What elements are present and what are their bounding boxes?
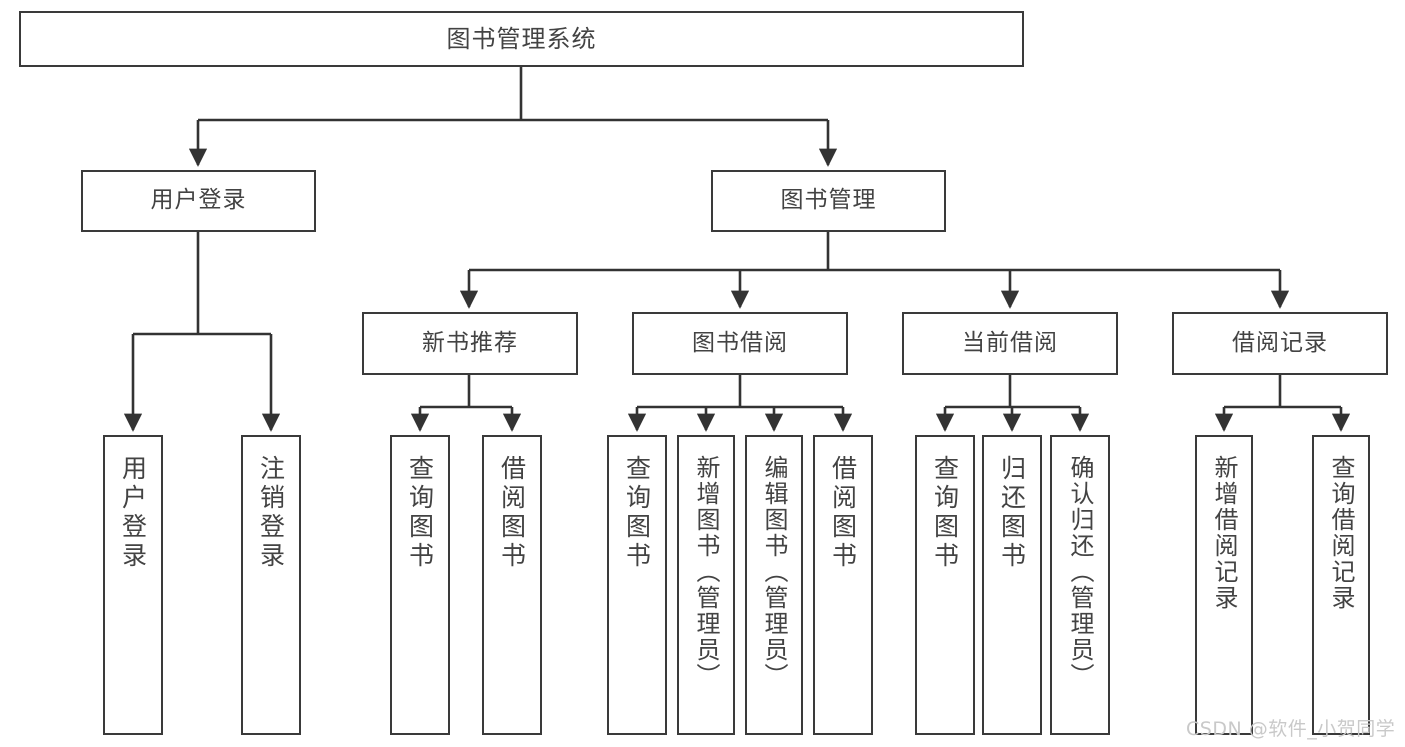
node-borrow-record[interactable]: 借阅记录 xyxy=(1172,312,1388,375)
node-label: 查询图书 xyxy=(405,455,435,571)
node-book-borrow[interactable]: 图书借阅 xyxy=(632,312,848,375)
leaf-current-borrow-query[interactable]: 查询图书 xyxy=(915,435,975,735)
node-label: 借阅图书 xyxy=(828,455,858,571)
leaf-user-login-signin[interactable]: 用户登录 xyxy=(103,435,163,735)
node-label: 确认归还（管理员） xyxy=(1066,455,1094,689)
node-label: 用户登录 xyxy=(118,455,148,571)
node-label: 查询借阅记录 xyxy=(1327,455,1355,611)
leaf-borrow-record-query[interactable]: 查询借阅记录 xyxy=(1312,435,1370,735)
node-label: 查询图书 xyxy=(930,455,960,571)
leaf-new-book-borrow[interactable]: 借阅图书 xyxy=(482,435,542,735)
node-label: 借阅记录 xyxy=(1232,329,1328,356)
leaf-new-book-query[interactable]: 查询图书 xyxy=(390,435,450,735)
node-current-borrow[interactable]: 当前借阅 xyxy=(902,312,1118,375)
node-label: 用户登录 xyxy=(150,187,247,214)
node-label: 当前借阅 xyxy=(962,329,1058,356)
csdn-watermark: CSDN @软件_小贺同学 xyxy=(1186,718,1396,740)
node-label: 新增借阅记录 xyxy=(1210,455,1238,611)
leaf-book-borrow-add-admin[interactable]: 新增图书（管理员） xyxy=(677,435,735,735)
leaf-book-borrow-borrow[interactable]: 借阅图书 xyxy=(813,435,873,735)
node-label: 注销登录 xyxy=(256,455,286,571)
node-label: 图书管理系统 xyxy=(446,24,597,53)
node-user-login[interactable]: 用户登录 xyxy=(81,170,316,232)
node-label: 新增图书（管理员） xyxy=(692,455,720,689)
leaf-borrow-record-add[interactable]: 新增借阅记录 xyxy=(1195,435,1253,735)
node-label: 归还图书 xyxy=(997,455,1027,571)
node-label: 编辑图书（管理员） xyxy=(760,455,788,689)
leaf-current-borrow-confirm-admin[interactable]: 确认归还（管理员） xyxy=(1050,435,1110,735)
node-label: 借阅图书 xyxy=(497,455,527,571)
leaf-book-borrow-query[interactable]: 查询图书 xyxy=(607,435,667,735)
node-new-book-recommendation[interactable]: 新书推荐 xyxy=(362,312,578,375)
node-label: 新书推荐 xyxy=(422,329,518,356)
node-label: 图书管理 xyxy=(780,187,877,214)
leaf-current-borrow-return[interactable]: 归还图书 xyxy=(982,435,1042,735)
node-label: 查询图书 xyxy=(622,455,652,571)
node-root-system[interactable]: 图书管理系统 xyxy=(19,11,1024,67)
node-label: 图书借阅 xyxy=(692,329,788,356)
leaf-book-borrow-edit-admin[interactable]: 编辑图书（管理员） xyxy=(745,435,803,735)
node-book-management[interactable]: 图书管理 xyxy=(711,170,946,232)
leaf-user-login-signout[interactable]: 注销登录 xyxy=(241,435,301,735)
